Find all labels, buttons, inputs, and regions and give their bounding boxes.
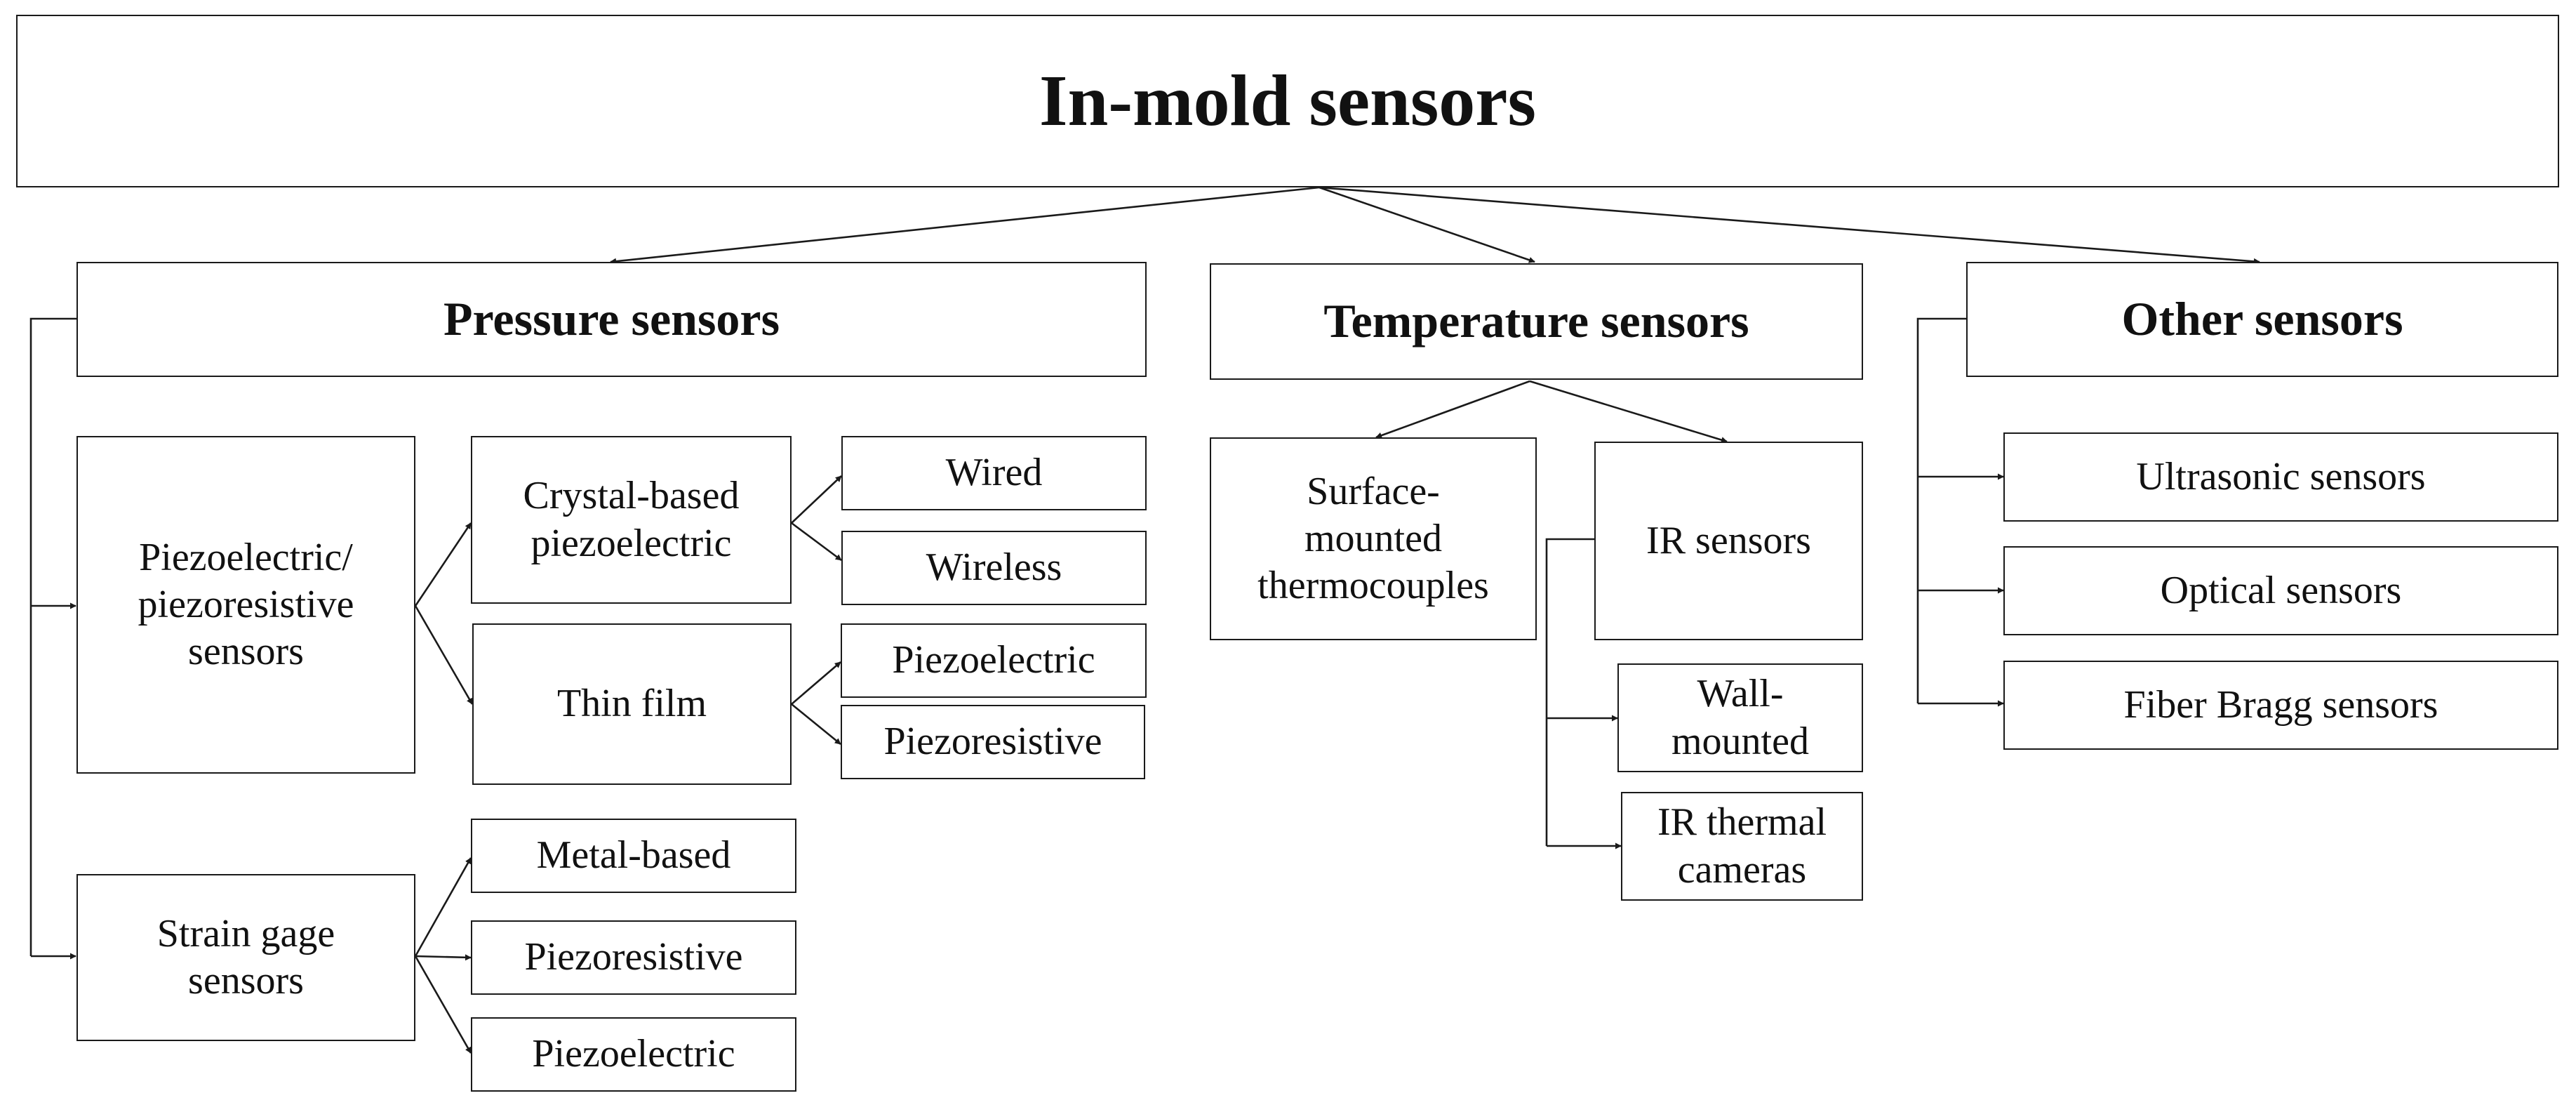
pressure-sensors-node: Pressure sensors — [76, 262, 1147, 377]
edge-piezo-crystal — [414, 522, 472, 607]
edge-crystal-wireless — [791, 522, 842, 562]
edge-strain-piezoelectric — [414, 955, 472, 1054]
wall-mounted-node: Wall- mounted — [1617, 663, 1863, 772]
thin-film-node: Thin film — [472, 623, 792, 785]
edge-thinfilm-piezoelectric — [791, 661, 841, 705]
thermocouples-node: Surface- mounted thermocouples — [1210, 437, 1537, 640]
ultrasonic-sensors-node: Ultrasonic sensors — [2003, 432, 2558, 522]
edge-ir-bracket — [1545, 538, 1594, 846]
edge-piezo-thinfilm — [414, 605, 474, 705]
other-sensors-node: Other sensors — [1966, 262, 2558, 377]
edge-thinfilm-piezoresistive — [791, 703, 841, 746]
optical-sensors-node: Optical sensors — [2003, 546, 2558, 635]
edge-pressure-bracket — [29, 317, 77, 956]
thin-film-piezoelectric-node: Piezoelectric — [841, 623, 1147, 698]
ir-thermal-cameras-node: IR thermal cameras — [1621, 792, 1863, 901]
edge-crystal-wired — [791, 475, 842, 524]
edge-strain-piezoresistive — [415, 954, 472, 961]
piezo-group-node: Piezoelectric/ piezoresistive sensors — [76, 436, 415, 774]
temperature-sensors-node: Temperature sensors — [1210, 263, 1863, 380]
crystal-based-node: Crystal-based piezoelectric — [471, 436, 792, 604]
metal-based-node: Metal-based — [471, 819, 796, 893]
edge-root-other — [1319, 186, 2260, 265]
strain-gage-node: Strain gage sensors — [76, 874, 415, 1041]
ir-sensors-node: IR sensors — [1594, 442, 1863, 640]
root-node: In-mold sensors — [16, 15, 2559, 187]
wired-node: Wired — [841, 436, 1147, 510]
edge-strain-metal — [414, 857, 472, 957]
fiber-bragg-sensors-node: Fiber Bragg sensors — [2003, 661, 2558, 750]
thin-film-piezoresistive-node: Piezoresistive — [841, 705, 1145, 779]
strain-piezoresistive-node: Piezoresistive — [471, 920, 796, 995]
edge-other-bracket — [1916, 317, 1966, 703]
edge-root-pressure — [610, 186, 1320, 265]
strain-piezoelectric-node: Piezoelectric — [471, 1017, 796, 1092]
edge-temperature-thermocouples — [1375, 380, 1530, 439]
edge-root-temperature — [1319, 186, 1535, 263]
edge-temperature-ir — [1529, 380, 1728, 443]
wireless-node: Wireless — [841, 531, 1147, 605]
